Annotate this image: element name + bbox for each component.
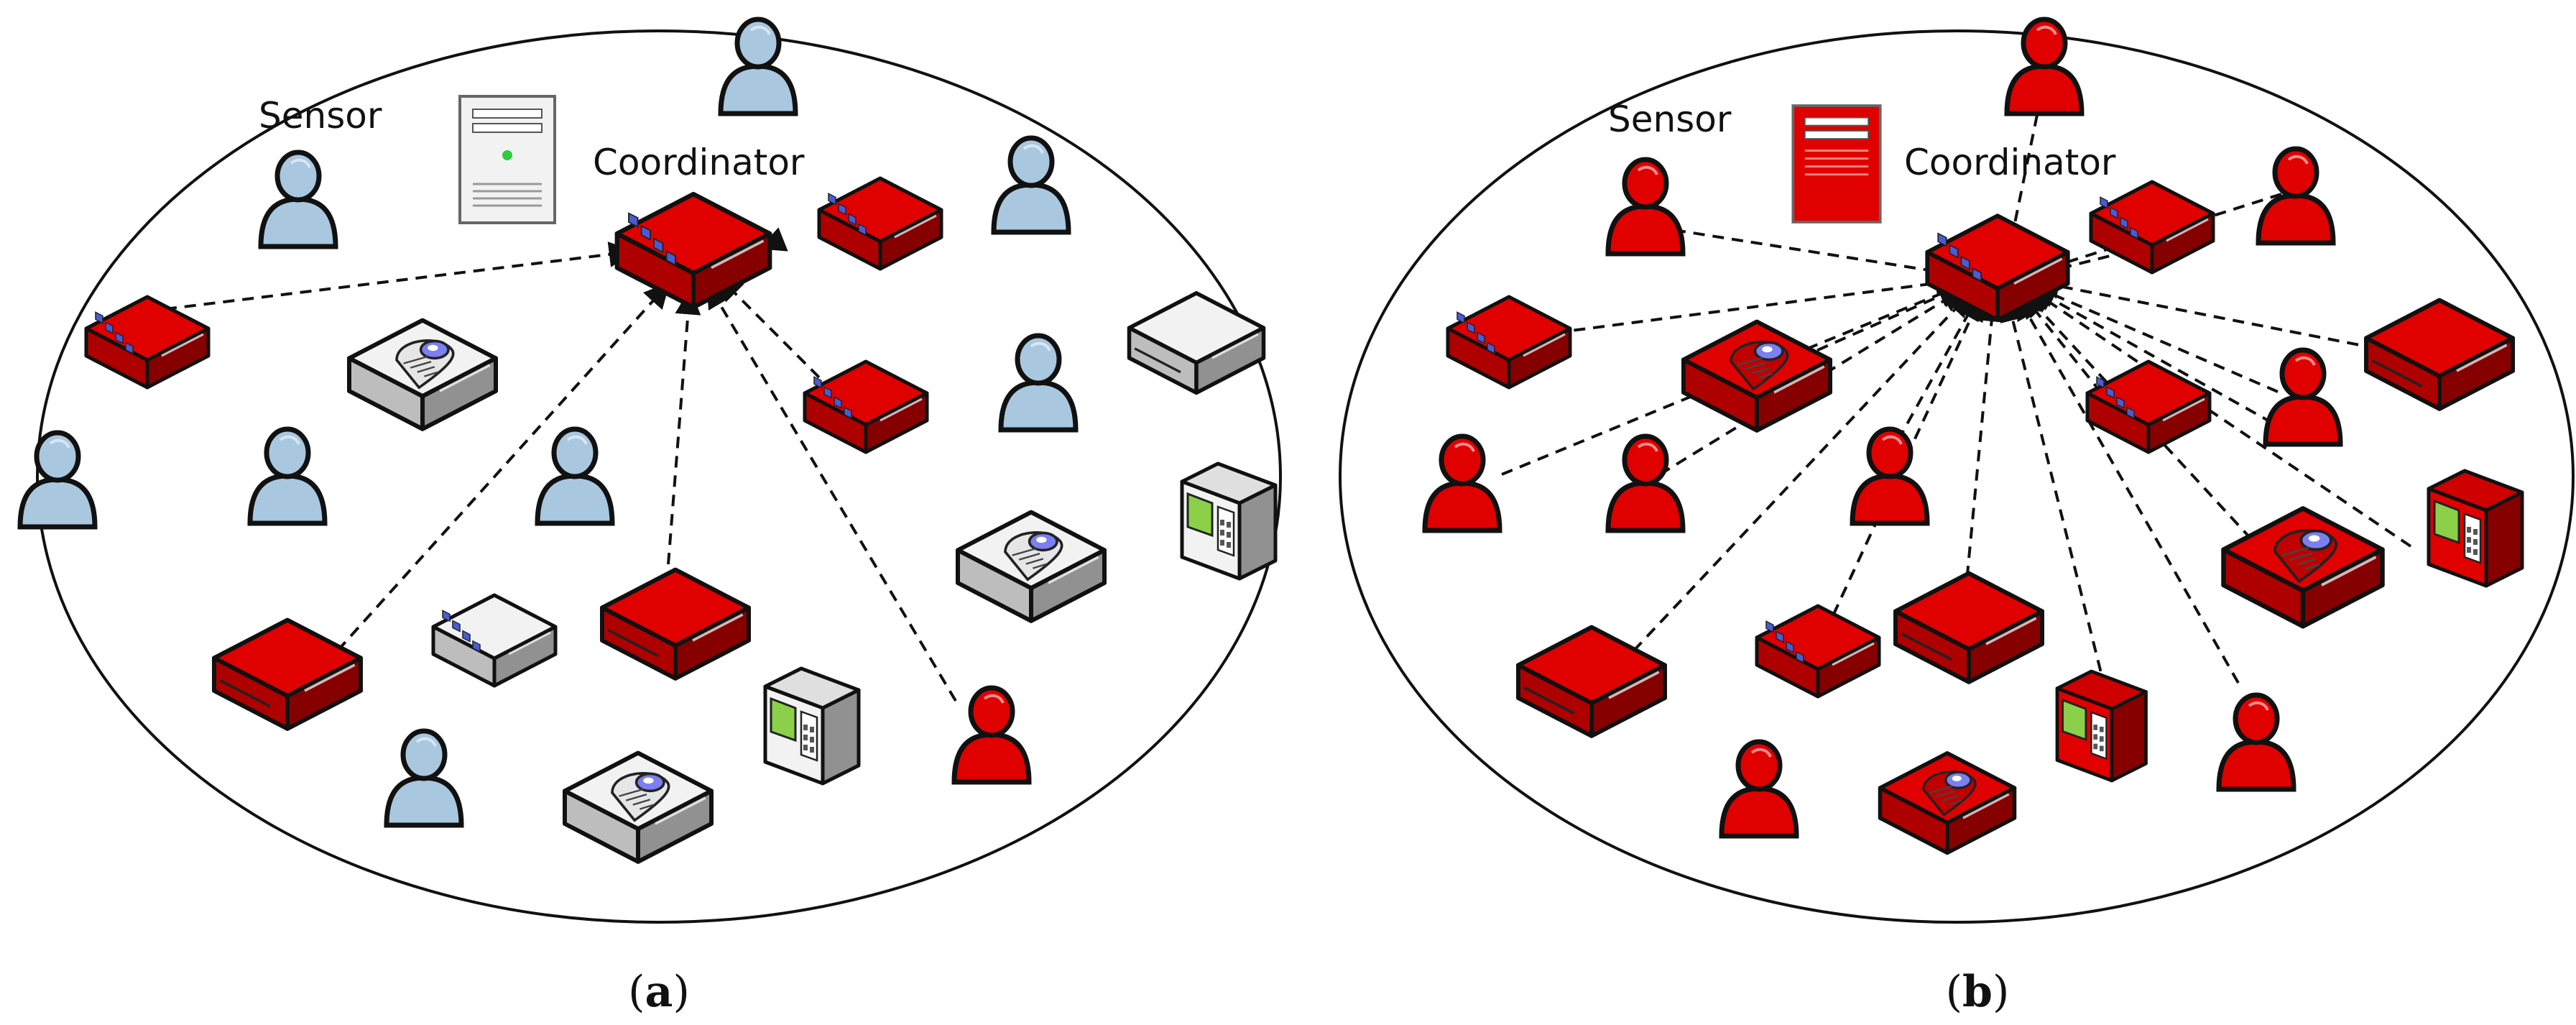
panel-b-coordinator-icon	[1925, 213, 2070, 322]
panel-a-sensor-icon	[718, 17, 798, 116]
panel-b-location-node-icon	[1681, 319, 1833, 433]
panel-b-router-icon	[1755, 604, 1881, 699]
panel-b-link-2	[1763, 283, 1965, 375]
panel-a-router-icon	[803, 359, 929, 454]
panel-b-sensor-icon	[1605, 433, 1686, 533]
panel-b-sensor-icon	[1719, 739, 1799, 839]
panel-a-meter-icon	[1180, 461, 1278, 581]
panel-b-link-14	[2029, 286, 2307, 443]
panel-a-location-node-icon	[562, 750, 714, 864]
panel-b-sensor-icon	[1850, 426, 1930, 526]
panel-b-router-icon	[1446, 295, 1572, 390]
panel-a-coordinator-icon	[614, 191, 772, 310]
panel-b-link-0	[1674, 229, 1961, 285]
panel-a-router-icon	[817, 176, 943, 271]
panel-b-coordinator-label: Coordinator	[1904, 142, 2116, 183]
panel-a-location-node-icon	[346, 318, 499, 431]
panel-b-sensor-icon	[2004, 17, 2085, 116]
panel-b-router-icon	[2085, 359, 2212, 454]
panel-a-sensor-icon	[998, 333, 1079, 433]
panel-a-caption-close: )	[673, 967, 689, 1017]
panel-b-location-node-icon	[2221, 506, 2385, 629]
panel-b-link-8	[1964, 295, 2005, 597]
panel-a-sensor-icon	[258, 150, 338, 249]
panel-a-sensor-icon	[247, 426, 328, 526]
panel-a-sensor-icon	[991, 135, 1071, 235]
panel-a-router-icon	[84, 295, 211, 390]
panel-b-link-9	[2000, 295, 2107, 691]
panel-a-router-icon	[431, 593, 558, 688]
panel-a-location-node-icon	[955, 510, 1107, 623]
panel-a-link-2	[667, 288, 701, 565]
panel-b-link-10	[2016, 293, 2240, 684]
panel-b-sensor-icon	[2256, 146, 2336, 246]
panel-b-link-11	[2022, 290, 2279, 569]
panel-b-nodes	[1422, 17, 2524, 855]
panel-b-router-icon	[2363, 298, 2516, 411]
panel-b-link-6	[1619, 290, 1973, 666]
panel-b-link-1	[1515, 270, 1962, 339]
panel-b-sensor-icon	[2263, 347, 2343, 447]
panel-b-sensor-label: Sensor	[1608, 98, 1732, 140]
panel-b-location-node-icon	[1878, 751, 2017, 855]
panel-a-sensor-icon	[535, 426, 615, 526]
panel-b-sensor-icon	[1605, 157, 1686, 257]
panel-a-coordinator-label: Coordinator	[593, 142, 805, 183]
panel-a-sensor-active-icon	[951, 685, 1032, 785]
panel-b-link-17	[2033, 193, 2282, 277]
panel-b-link-3	[1501, 282, 1964, 476]
panel-a-nodes	[17, 17, 1278, 864]
panel-a-sensor-icon	[17, 430, 98, 530]
panel-a-link-3	[706, 281, 957, 702]
panel-b-link-15	[2033, 273, 2397, 354]
panel-a-caption-open: (	[628, 967, 645, 1017]
panel-a-link-0	[165, 242, 635, 311]
panel-a-link-1	[336, 282, 670, 652]
panel-b-link-13	[2031, 283, 2279, 393]
panel-a-caption: (a)	[628, 967, 690, 1017]
panel-b-router-icon	[1893, 571, 2045, 684]
panel-b-caption-close: )	[1993, 967, 2009, 1017]
panel-b-router-icon	[1515, 625, 1668, 738]
panel-a-router-icon	[1127, 291, 1266, 395]
panel-b-caption-letter: b	[1962, 967, 1993, 1017]
panel-b-link-5	[1878, 293, 1980, 475]
panel-a-sensor-icon	[384, 728, 464, 828]
panel-a-router-icon	[211, 617, 364, 731]
panel-b-sensor-icon	[1422, 433, 1502, 533]
panel-a-link-4	[716, 275, 821, 379]
panel-a-router-icon	[599, 567, 752, 681]
panel-a-meter-icon	[763, 666, 861, 786]
panel-b-sensor-icon	[2216, 692, 2296, 792]
panel-b-server-icon	[1791, 104, 1882, 224]
panel-a-server-icon	[458, 95, 556, 224]
panel-a-sensor-label: Sensor	[259, 95, 382, 137]
panel-b-meter-icon	[2055, 669, 2148, 783]
panel-b-caption: (b)	[1946, 967, 2010, 1017]
panel-b-router-icon	[2089, 180, 2215, 275]
panel-b-meter-icon	[2427, 469, 2524, 588]
panel-a-caption-letter: a	[645, 967, 673, 1017]
panel-b-caption-open: (	[1946, 967, 1962, 1017]
